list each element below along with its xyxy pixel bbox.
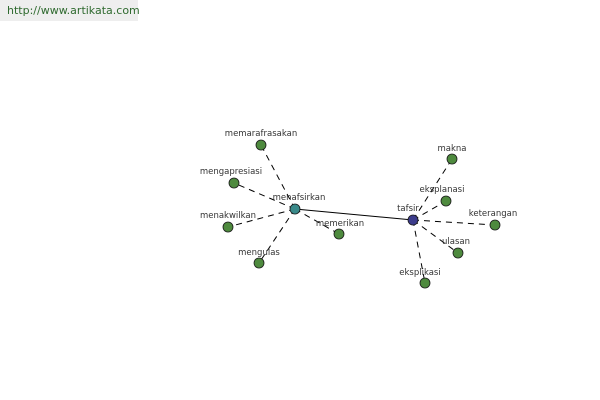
node-label-menafsirkan[interactable]: menafsirkan [273,193,326,203]
node-mengulas [253,257,265,269]
node-label-tafsir[interactable]: tafsir [397,204,419,214]
node-label-eksplikasi[interactable]: eksplikasi [399,268,440,278]
edge-menafsirkan-mengapresiasi [233,182,296,210]
node-menafsirkan [289,203,301,215]
edge-menafsirkan-memerikan [294,208,340,235]
node-label-makna[interactable]: makna [437,144,466,154]
node-label-mengapresiasi[interactable]: mengapresiasi [200,167,262,177]
node-memerikan [333,228,345,240]
node-label-memerikan[interactable]: memerikan [316,219,364,229]
node-mengapresiasi [228,177,240,189]
node-label-mengulas[interactable]: mengulas [238,248,280,258]
edge-tafsir-keterangan [412,219,496,226]
node-memarafrasakan [255,139,267,151]
edge-tafsir-makna [412,158,453,221]
node-label-ulasan[interactable]: ulasan [442,237,470,247]
node-label-eksplanasi[interactable]: eksplanasi [420,185,465,195]
edge-menafsirkan-memarafrasakan [260,144,296,210]
node-label-memarafrasakan[interactable]: memarafrasakan [225,129,297,139]
node-ulasan [452,247,464,259]
node-tafsir [407,214,419,226]
node-label-keterangan[interactable]: keterangan [469,209,518,219]
node-keterangan [489,219,501,231]
node-menakwilkan [222,221,234,233]
node-eksplikasi [419,277,431,289]
source-link[interactable]: http://www.artikata.com [0,0,140,21]
node-eksplanasi [440,195,452,207]
node-makna [446,153,458,165]
edge-tafsir-ulasan [412,219,459,254]
node-label-menakwilkan[interactable]: menakwilkan [200,211,256,221]
edge-menafsirkan-menakwilkan [227,208,296,228]
edge-hub-link [294,208,414,221]
